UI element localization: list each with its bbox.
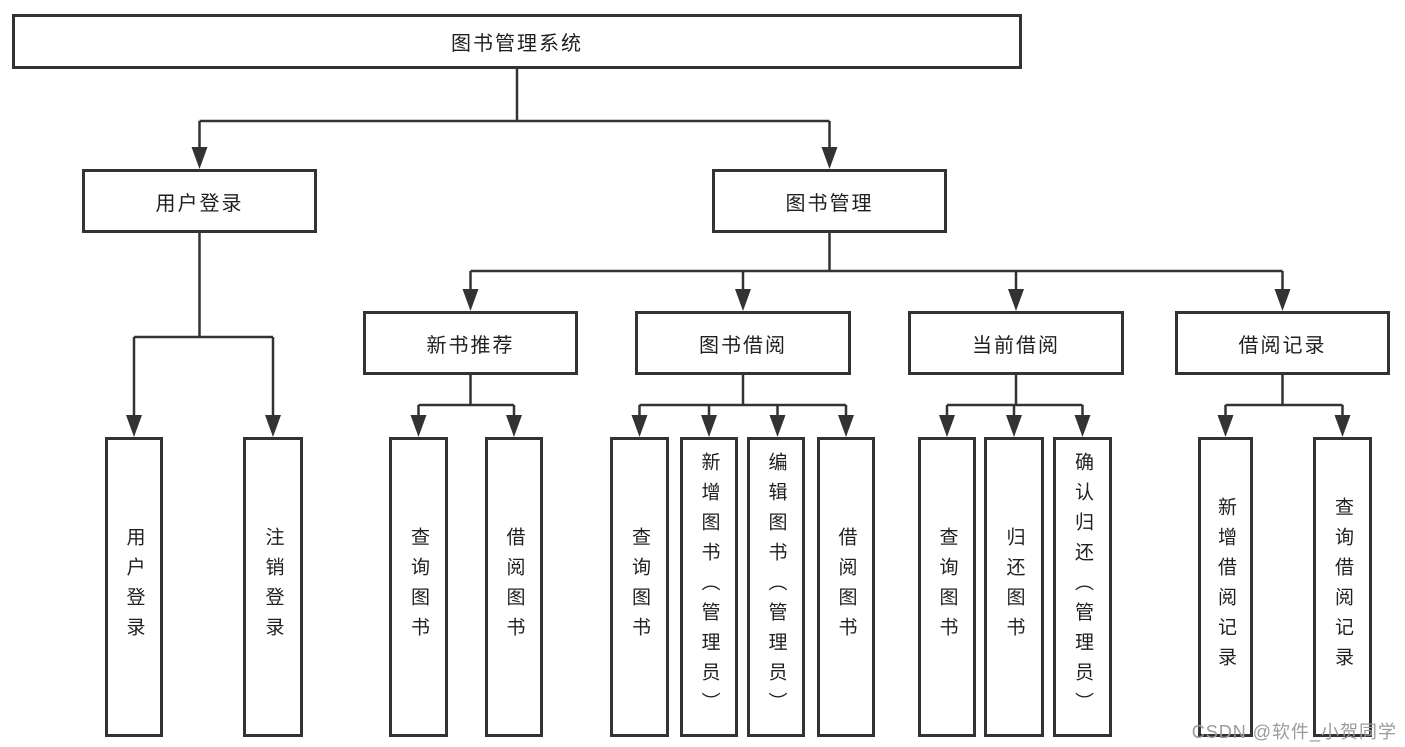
node-current-borrowing: 当前借阅 [908,311,1124,375]
node-label: 当前借阅 [972,334,1060,357]
leaf-query-books-recommend: 查询图书 [389,437,448,737]
csdn-watermark: CSDN @软件_小贺同学 [1191,722,1397,742]
node-user-login: 用户登录 [82,169,317,233]
leaf-label: 新增借阅记录 [1215,497,1236,677]
leaf-label: 查询图书 [629,527,650,647]
leaf-label: 注销登录 [262,527,284,647]
node-book-management: 图书管理 [712,169,947,233]
node-borrowing-records: 借阅记录 [1175,311,1390,375]
arrowheads [126,147,1351,437]
leaf-label: 用户登录 [123,527,145,647]
node-label: 新书推荐 [426,334,515,357]
leaf-label: 归还图书 [1003,527,1025,647]
leaf-user-login: 用户登录 [105,437,163,737]
leaf-label: 新增图书（管理员） [698,452,720,722]
leaf-borrow-books-borrowing: 借阅图书 [817,437,875,737]
leaf-label: 编辑图书（管理员） [765,452,787,722]
leaf-add-books-admin: 新增图书（管理员） [680,437,738,737]
leaf-query-borrow-record: 查询借阅记录 [1313,437,1372,737]
node-system-root: 图书管理系统 [12,14,1022,69]
node-label: 借阅记录 [1238,334,1327,357]
leaf-edit-books-admin: 编辑图书（管理员） [747,437,805,737]
leaf-label: 查询图书 [408,527,429,647]
leaf-label: 借阅图书 [835,527,857,647]
leaf-query-books-current: 查询图书 [918,437,976,737]
tree-edges [132,69,1344,421]
leaf-label: 借阅图书 [503,527,525,647]
node-label: 用户登录 [155,192,244,215]
leaf-confirm-return-admin: 确认归还（管理员） [1053,437,1112,737]
leaf-borrow-books-recommend: 借阅图书 [485,437,543,737]
node-label: 图书管理 [785,192,874,215]
leaf-query-books-borrowing: 查询图书 [610,437,669,737]
node-new-book-recommend: 新书推荐 [363,311,578,375]
leaf-label: 确认归还（管理员） [1072,452,1093,722]
leaf-label: 查询图书 [936,527,958,647]
node-label: 图书借阅 [699,334,787,357]
leaf-return-books: 归还图书 [984,437,1044,737]
node-book-borrowing: 图书借阅 [635,311,851,375]
leaf-label: 查询借阅记录 [1332,497,1353,677]
leaf-logout: 注销登录 [243,437,303,737]
node-label: 图书管理系统 [451,33,583,55]
leaf-add-borrow-record: 新增借阅记录 [1198,437,1253,737]
